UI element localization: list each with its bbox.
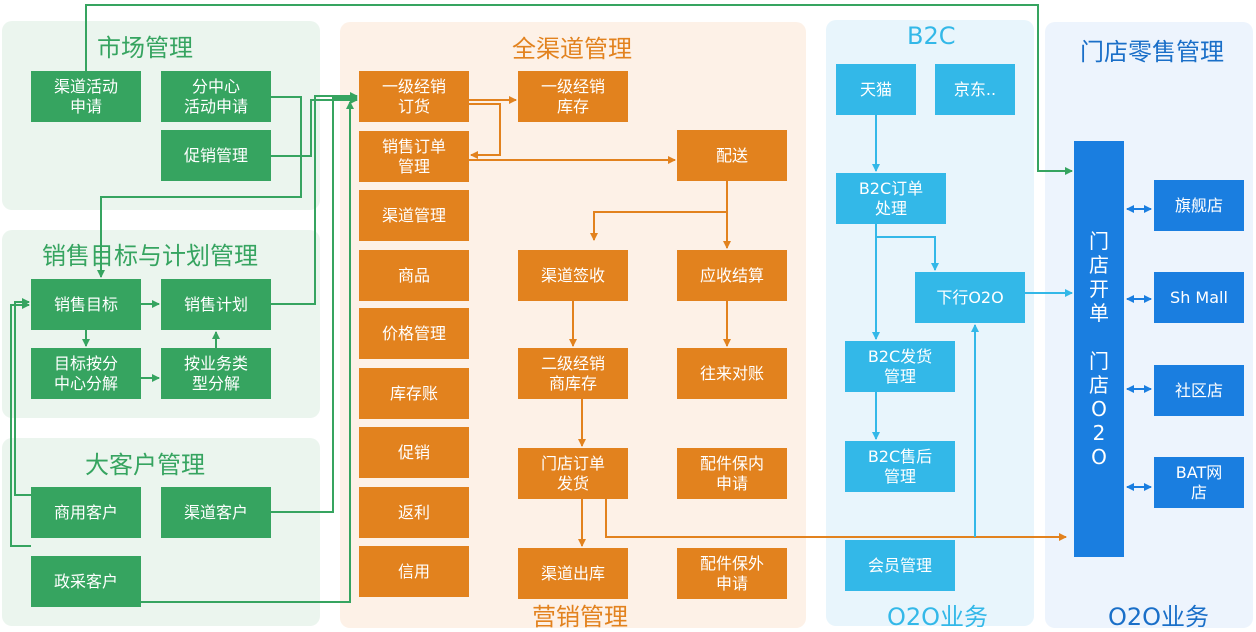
jd-box[interactable]: 京东.. [935,64,1015,115]
key-account-title: 大客户管理 [85,451,205,479]
store-retail-footer: O2O业务 [1108,603,1210,631]
vtext-char: 店 [1089,373,1109,397]
commercial-customer-box[interactable]: 商用客户 [31,487,141,538]
channel-outbound-box[interactable]: 渠道出库 [518,548,628,599]
b2c-footer: O2O业务 [887,603,989,631]
branch-activity-box[interactable]: 分中心 活动申请 [161,71,271,122]
goods-box[interactable]: 商品 [359,250,469,301]
b2c-title: B2C [907,22,956,50]
vtext-char: 店 [1089,253,1109,277]
store-order-ship-box[interactable]: 门店订单 发货 [518,448,628,499]
target-by-center-box[interactable]: 目标按分 中心分解 [31,348,141,399]
first-level-stock-box[interactable]: 一级经销 库存 [518,71,628,122]
reconcile-box[interactable]: 往来对账 [677,348,787,399]
market-title: 市场管理 [97,34,193,62]
parts-in-warranty-box[interactable]: 配件保内 申请 [677,448,787,499]
credit-box[interactable]: 信用 [359,546,469,597]
sales-order-box[interactable]: 销售订单 管理 [359,131,469,182]
vtext-char: 门 [1089,349,1109,373]
store-retail-title: 门店零售管理 [1080,38,1224,66]
price-mgmt-box[interactable]: 价格管理 [359,308,469,359]
inventory-ledger-box[interactable]: 库存账 [359,368,469,419]
b2c-after-sale-box[interactable]: B2C售后 管理 [845,441,955,492]
rebate-box[interactable]: 返利 [359,487,469,538]
channel-mgmt-box[interactable]: 渠道管理 [359,190,469,241]
omni-channel-title: 全渠道管理 [512,35,632,63]
channel-customer-box[interactable]: 渠道客户 [161,487,271,538]
vtext-char: O [1091,397,1107,421]
member-mgmt-box[interactable]: 会员管理 [845,540,955,591]
store-order-o2o-box[interactable]: 门 店 开 单 门 店 O 2 O [1074,141,1124,557]
sales-target-box[interactable]: 销售目标 [31,279,141,330]
sales-plan-box[interactable]: 销售计划 [161,279,271,330]
parts-out-warranty-box[interactable]: 配件保外 申请 [677,548,787,599]
vtext-char: 开 [1089,277,1109,301]
government-customer-box[interactable]: 政采客户 [31,556,141,607]
down-o2o-box[interactable]: 下行O2O [915,272,1025,323]
vtext-char: O [1091,445,1107,469]
receivable-box[interactable]: 应收结算 [677,250,787,301]
vtext-char: 2 [1092,421,1106,445]
community-store-box[interactable]: 社区店 [1154,365,1244,416]
sh-mall-box[interactable]: Sh Mall [1154,272,1244,323]
first-level-order-box[interactable]: 一级经销 订货 [359,71,469,122]
b2c-order-box[interactable]: B2C订单 处理 [836,173,946,224]
delivery-box[interactable]: 配送 [677,130,787,181]
sales-target-title: 销售目标与计划管理 [42,242,258,270]
b2c-ship-box[interactable]: B2C发货 管理 [845,341,955,392]
bat-store-box[interactable]: BAT网 店 [1154,457,1244,508]
tmall-box[interactable]: 天猫 [836,64,916,115]
vtext-char: 单 [1089,301,1109,325]
promotion-mgmt-box[interactable]: 促销管理 [161,130,271,181]
channel-activity-box[interactable]: 渠道活动 申请 [31,71,141,122]
flagship-store-box[interactable]: 旗舰店 [1154,180,1244,231]
second-level-stock-box[interactable]: 二级经销 商库存 [518,348,628,399]
promo-box[interactable]: 促销 [359,427,469,478]
by-business-type-box[interactable]: 按业务类 型分解 [161,348,271,399]
omni-channel-footer: 营销管理 [532,603,628,631]
channel-sign-box[interactable]: 渠道签收 [518,250,628,301]
vtext-char: 门 [1089,229,1109,253]
